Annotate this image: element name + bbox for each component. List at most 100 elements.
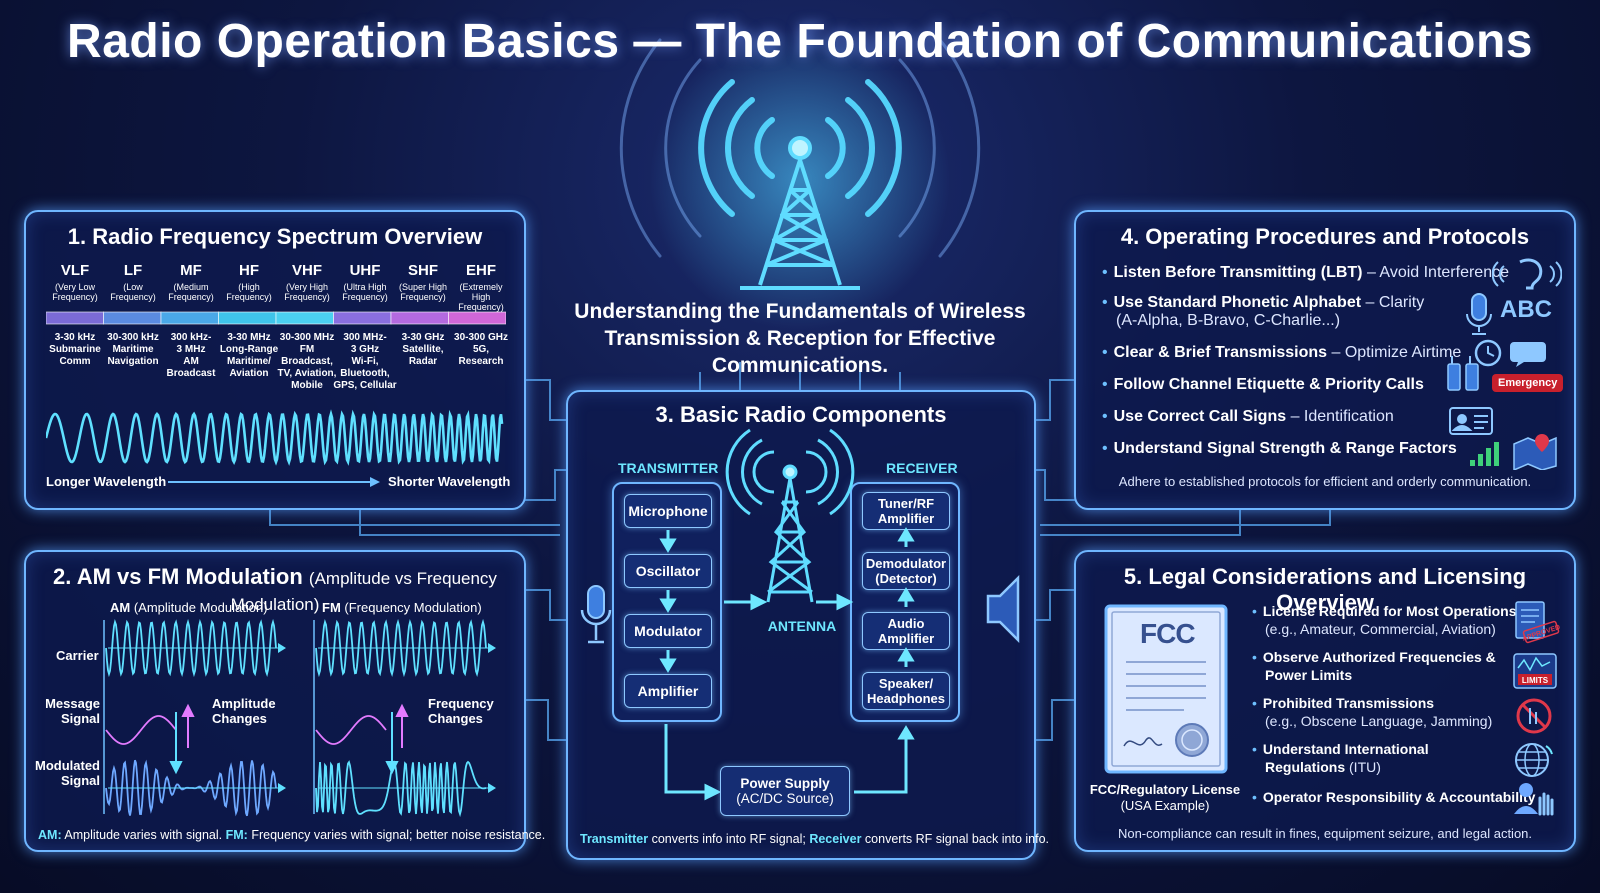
legal-bold: Understand International xyxy=(1262,741,1429,757)
subtitle-line-2: Transmission & Reception for Effective C… xyxy=(604,327,996,377)
demodulator-box: Demodulator(Detector) xyxy=(862,552,950,590)
message-label-1: Message xyxy=(45,696,100,711)
fcc-logo: FCC xyxy=(1140,618,1196,649)
modulator-box: Modulator xyxy=(624,614,712,648)
modulation-panel: 2. AM vs FM Modulation (Amplitude vs Fre… xyxy=(24,550,545,852)
change-arrows-icon xyxy=(169,703,409,775)
procedure-bold: Clear & Brief Transmissions xyxy=(1113,344,1328,361)
modulated-signal-label: Modulated Signal xyxy=(32,758,100,788)
wavelength-arrow-icon xyxy=(168,477,380,487)
band-full-name: (Very Low xyxy=(54,282,96,292)
speaker-line-1: Speaker/ xyxy=(878,676,934,691)
microphone-box: Microphone xyxy=(624,494,712,528)
spectrum-panel: 1. Radio Frequency Spectrum Overview VLF… xyxy=(24,210,526,510)
procedure-bold: Use Standard Phonetic Alphabet xyxy=(1113,294,1362,311)
license-caption: FCC/Regulatory License (USA Example) xyxy=(1082,782,1248,814)
radio-tower-icon xyxy=(740,136,860,290)
band-full-name: (High xyxy=(238,282,260,292)
legal-title: 5. Legal Considerations and Licensing Ov… xyxy=(1123,564,1527,615)
band-code: VLF xyxy=(60,262,90,279)
footer-rx-bold: Receiver xyxy=(809,832,862,846)
band-full-name: Frequency) xyxy=(110,292,156,302)
am-change-2: Changes xyxy=(212,711,267,726)
frequency-changes-label: Frequency Changes xyxy=(428,696,494,726)
components-title: 3. Basic Radio Components xyxy=(655,402,947,427)
legal-second-line: Power Limits xyxy=(1252,666,1496,684)
procedure-rest: – Avoid Interference xyxy=(1366,264,1509,281)
fm-change-2: Changes xyxy=(428,711,483,726)
band-range-text: 300 kHz- xyxy=(170,332,212,343)
spectrum-bar-segment xyxy=(103,311,162,325)
procedure-bold: Use Correct Call Signs xyxy=(1113,408,1287,425)
amplitude-changes-label: Amplitude Changes xyxy=(212,696,276,726)
subtitle-line-1: Understanding the Fundamentals of Wirele… xyxy=(574,300,1026,323)
walkie-talkie-icon xyxy=(1447,356,1479,391)
band-full-name: (Low xyxy=(123,282,143,292)
power-line-2: (AC/DC Source) xyxy=(736,791,834,806)
speaker-line-2: Headphones xyxy=(866,691,945,706)
band-range-text: 3-30 kHz xyxy=(54,332,96,343)
am-heading-bold: AM xyxy=(110,600,131,615)
abc-icon: ABC xyxy=(1500,296,1552,323)
legal-bold: Observe Authorized Frequencies & xyxy=(1262,649,1496,665)
band-range-text: 300 MHz- xyxy=(343,332,387,343)
fcc-license-document-icon xyxy=(1104,604,1228,774)
band-range-text: TV, Aviation, xyxy=(277,368,337,379)
procedure-item: •Use Correct Call Signs – Identification xyxy=(1102,408,1394,426)
modulation-footer: AM: Amplitude varies with signal. FM: Fr… xyxy=(38,828,545,842)
modulation-title-main: 2. AM vs FM Modulation xyxy=(53,564,303,589)
legal-item: •License Required for Most Operations (e… xyxy=(1252,602,1517,638)
legal-rest: (ITU) xyxy=(1349,759,1381,775)
procedure-item: •Use Standard Phonetic Alphabet – Clarit… xyxy=(1102,294,1424,330)
spectrum-bar-segment xyxy=(46,311,104,325)
fm-change-1: Frequency xyxy=(428,696,494,711)
spectrum-bar-segment xyxy=(390,311,449,325)
prohibited-icon xyxy=(1516,698,1552,734)
spectrum-bar-segment xyxy=(275,311,334,325)
band-range-text: Broadcast xyxy=(166,368,216,379)
wave-arrow-icon xyxy=(278,783,286,793)
band-range-text: AM xyxy=(183,356,199,367)
band-range-text: Research xyxy=(458,356,504,367)
antenna-tower-icon xyxy=(725,428,855,603)
band-full-name: Frequency) xyxy=(342,292,388,302)
band-code: HF xyxy=(239,262,259,279)
power-supply-box: Power Supply (AC/DC Source) xyxy=(720,766,850,816)
amplifier-box: Amplifier xyxy=(624,674,712,708)
band-range-text: Bluetooth, xyxy=(340,368,390,379)
procedures-title: 4. Operating Procedures and Protocols xyxy=(1120,224,1530,249)
band-range-text: Maritime xyxy=(112,344,154,355)
band-full-name: (Ultra High xyxy=(343,282,387,292)
bullet-icon: • xyxy=(1252,789,1257,805)
legal-bold: Prohibited Transmissions xyxy=(1262,695,1435,711)
legal-rest: (e.g., Obscene Language, Jamming) xyxy=(1265,713,1493,729)
procedure-item: •Clear & Brief Transmissions – Optimize … xyxy=(1102,344,1461,362)
audio-line-2: Amplifier xyxy=(877,631,935,646)
band-range-text: Navigation xyxy=(107,356,159,367)
spectrum-title: 1. Radio Frequency Spectrum Overview xyxy=(67,224,483,249)
globe-icon xyxy=(1515,743,1553,777)
band-range-text: Comm xyxy=(59,356,91,367)
band-code: VHF xyxy=(292,262,322,279)
bullet-icon: • xyxy=(1252,603,1257,619)
procedures-footer: Adhere to established protocols for effi… xyxy=(1118,474,1532,489)
band-range-text: FM xyxy=(299,344,315,355)
legal-second-line: (e.g., Obscene Language, Jamming) xyxy=(1252,712,1492,730)
modulation-title-paren: (Amplitude vs Frequency Modulation) xyxy=(230,569,497,614)
power-line-1: Power Supply xyxy=(740,776,830,791)
procedure-rest: – Optimize Airtime xyxy=(1331,344,1462,361)
band-range-text: 3-30 GHz xyxy=(401,332,445,343)
bullet-icon: • xyxy=(1102,408,1108,425)
band-range-text: 3 GHz xyxy=(350,344,380,355)
legal-second-line: Regulations (ITU) xyxy=(1252,758,1429,776)
band-range-text: Mobile xyxy=(291,380,323,391)
procedures-panel: 4. Operating Procedures and Protocols •L… xyxy=(1074,210,1576,510)
band-full-name: Frequency) xyxy=(168,292,214,302)
bullet-icon: • xyxy=(1252,741,1257,757)
band-full-name: (Extremely xyxy=(459,282,503,292)
microphone-phonetic-icon xyxy=(1466,293,1492,335)
